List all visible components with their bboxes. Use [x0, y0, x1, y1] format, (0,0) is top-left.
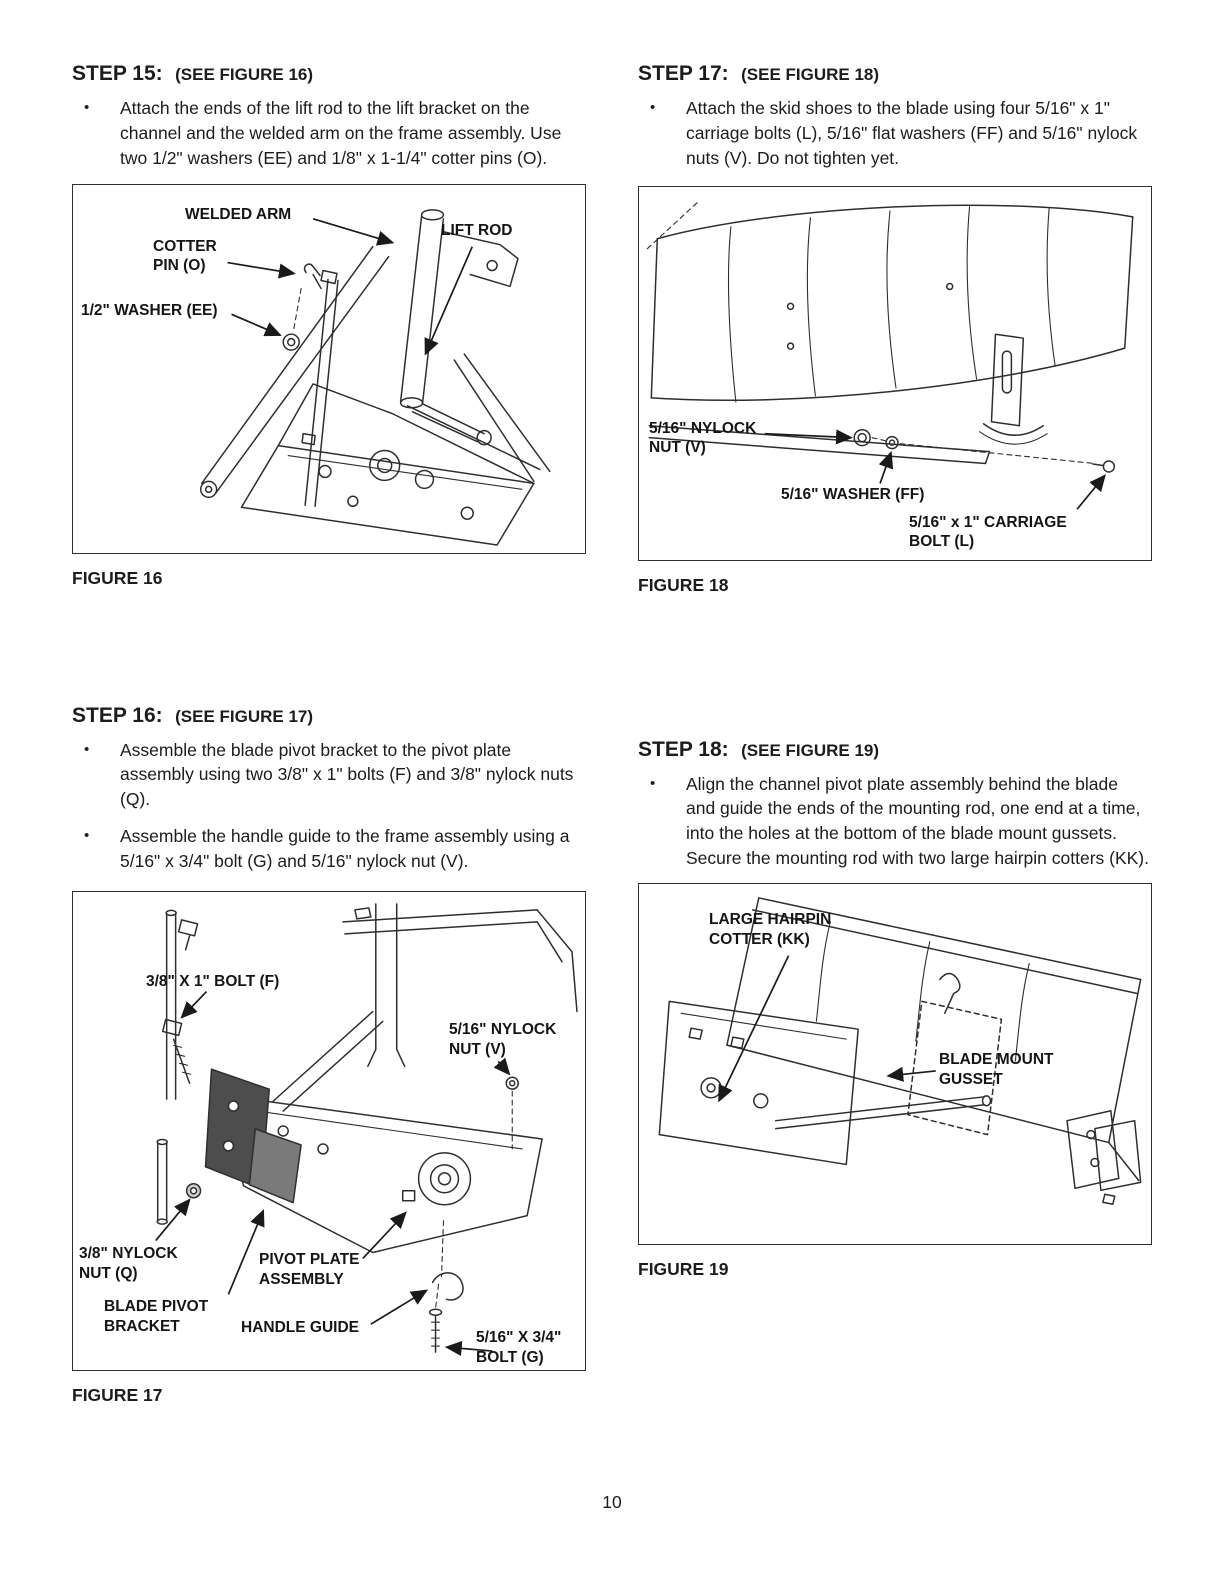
figure16-drawing [199, 208, 551, 546]
step15-see-figure: (SEE FIGURE 16) [175, 65, 314, 84]
figure18-caption: FIGURE 18 [638, 574, 729, 595]
figure17-label-nut-v: 5/16" NYLOCK NUT (V) [449, 1020, 557, 1058]
page-number: 10 [602, 1492, 622, 1512]
step16-see-figure: (SEE FIGURE 17) [175, 706, 314, 726]
figure19-label-gusset: BLADE MOUNT GUSSET [939, 1050, 1054, 1088]
step18-heading: STEP 18: (SEE FIGURE 19) [638, 738, 1152, 764]
step15-bullet-1: Attach the ends of the lift rod to the l… [72, 96, 586, 171]
figure19-caption: FIGURE 19 [638, 1258, 729, 1279]
step17-see-figure: (SEE FIGURE 18) [741, 65, 880, 84]
figure16-label-lift-rod: LIFT ROD [441, 221, 513, 239]
figure17-label-bolt-g: 5/16" X 3/4" BOLT (G) [476, 1328, 562, 1366]
figure16-caption: FIGURE 16 [72, 567, 163, 588]
figure19: LARGE HAIRPIN COTTER (KK) BLADE MOUNT GU… [638, 882, 1152, 1245]
figure16-label-cotter-pin: COTTER PIN (O) [153, 237, 217, 275]
figure18-label-nut-v: 5/16" NYLOCK NUT (V) [649, 419, 757, 457]
step17-heading: STEP 17: (SEE FIGURE 18) [638, 62, 1152, 88]
left-column: STEP 15: (SEE FIGURE 16) Attach the ends… [72, 62, 586, 1410]
figure17-caption: FIGURE 17 [72, 1384, 163, 1405]
figure17-label-pivot-plate: PIVOT PLATE ASSEMBLY [259, 1250, 360, 1288]
figure17-label-bolt-f: 3/8" X 1" BOLT (F) [146, 972, 280, 990]
figure18-label-carriage-bolt: 5/16" x 1" CARRIAGE BOLT (L) [909, 513, 1067, 551]
step15-title: STEP 15: [72, 62, 163, 85]
figure18: 5/16" NYLOCK NUT (V) 5/16" WASHER (FF) 5… [638, 185, 1152, 561]
step18-bullet-1-text: Align the channel pivot plate assembly b… [686, 773, 1149, 869]
step17-bullet-1: Attach the skid shoes to the blade using… [638, 96, 1152, 171]
figure17-label-blade-pivot: BLADE PIVOT BRACKET [104, 1297, 209, 1335]
step16-bullet-1-text: Assemble the blade pivot bracket to the … [120, 739, 574, 810]
figure16-label-washer: 1/2" WASHER (EE) [81, 301, 218, 319]
figure19-label-hairpin: LARGE HAIRPIN COTTER (KK) [709, 910, 832, 948]
figure16: WELDED ARM LIFT ROD COTTER PIN (O) 1/2" … [72, 183, 586, 554]
figure17-label-handle-guide: HANDLE GUIDE [241, 1318, 359, 1336]
figure19-drawing [658, 897, 1142, 1205]
step16-bullet-1: Assemble the blade pivot bracket to the … [72, 738, 586, 813]
figure17: 3/8" X 1" BOLT (F) 5/16" NYLOCK NUT (V) … [72, 890, 586, 1371]
step18-bullet-1: Align the channel pivot plate assembly b… [638, 772, 1152, 871]
step16-title: STEP 16: [72, 703, 163, 727]
step16-bullet-2: Assemble the handle guide to the frame a… [72, 824, 586, 874]
step15-heading: STEP 15: (SEE FIGURE 16) [72, 62, 586, 88]
step15-bullet-1-text: Attach the ends of the lift rod to the l… [120, 98, 562, 168]
right-column: STEP 17: (SEE FIGURE 18) Attach the skid… [638, 62, 1152, 1284]
step18-title: STEP 18: [638, 737, 729, 761]
figure16-label-welded-arm: WELDED ARM [185, 205, 292, 223]
step18-see-figure: (SEE FIGURE 19) [741, 740, 880, 760]
figure18-label-washer-ff: 5/16" WASHER (FF) [781, 485, 925, 503]
figure17-drawing [155, 902, 578, 1356]
figure18-drawing [646, 199, 1134, 510]
step16-bullet-2-text: Assemble the handle guide to the frame a… [120, 826, 570, 871]
step17-title: STEP 17: [638, 62, 729, 85]
figure17-label-nut-q: 3/8" NYLOCK NUT (Q) [79, 1244, 178, 1282]
step17-bullet-1-text: Attach the skid shoes to the blade using… [686, 98, 1138, 168]
step16-heading: STEP 16: (SEE FIGURE 17) [72, 704, 586, 730]
